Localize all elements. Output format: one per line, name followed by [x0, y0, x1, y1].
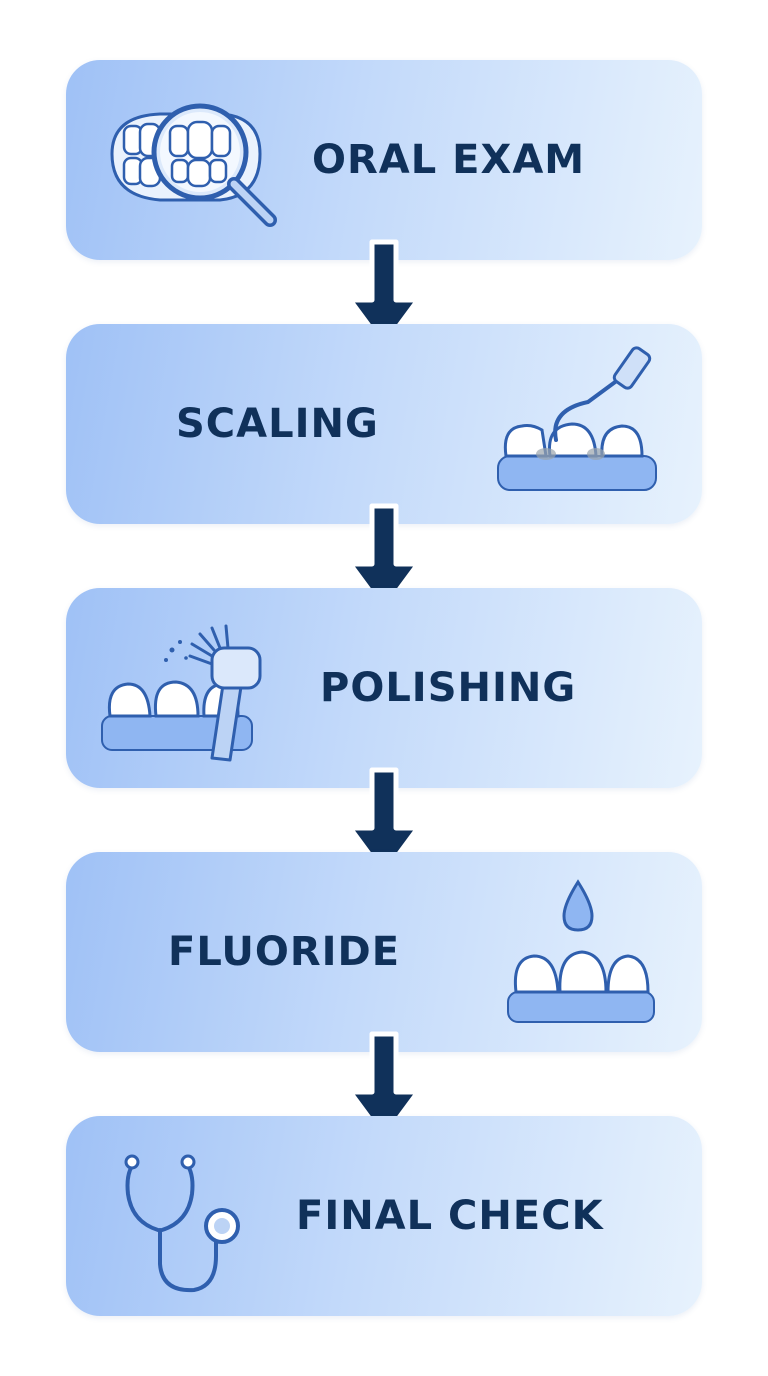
step-final-check: FINAL CHECK [66, 1116, 702, 1316]
step-polishing: POLISHING [66, 588, 702, 788]
arrow-down-icon [344, 238, 424, 350]
dental-scaler-icon [490, 344, 680, 504]
step-oral-exam: ORAL EXAM [66, 60, 702, 260]
step-label: SCALING [176, 401, 379, 447]
step-scaling: SCALING [66, 324, 702, 524]
stethoscope-icon [106, 1136, 296, 1296]
arrow-down-icon [344, 766, 424, 878]
step-label: FINAL CHECK [296, 1193, 604, 1239]
fluoride-drop-icon [498, 872, 688, 1032]
step-label: POLISHING [320, 665, 577, 711]
magnifier-teeth-icon [100, 80, 290, 240]
step-label: ORAL EXAM [312, 137, 586, 183]
arrow-down-icon [344, 1030, 424, 1142]
arrow-down-icon [344, 502, 424, 614]
polishing-brush-icon [100, 608, 290, 768]
step-fluoride: FLUORIDE [66, 852, 702, 1052]
step-label: FLUORIDE [168, 929, 401, 975]
